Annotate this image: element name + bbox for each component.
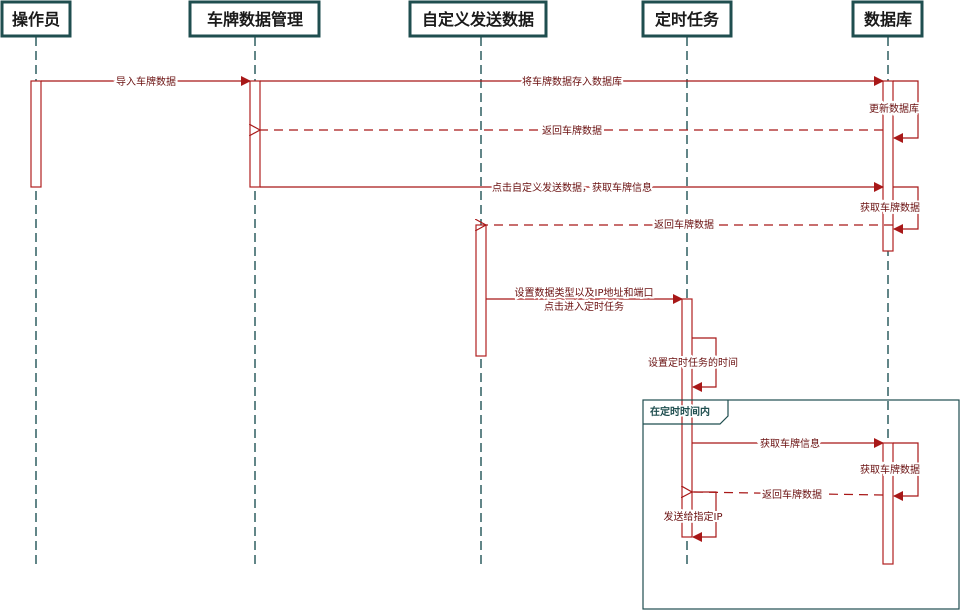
svg-text:返回车牌数据: 返回车牌数据 bbox=[654, 218, 714, 231]
message-import-plate-data: 导入车牌数据 bbox=[41, 73, 251, 90]
svg-text:点击进入定时任务: 点击进入定时任务 bbox=[544, 300, 624, 313]
message-get-plate-data: 获取车牌数据 bbox=[858, 186, 922, 234]
activation-bar bbox=[681, 298, 693, 538]
activation-bar bbox=[882, 442, 894, 565]
message-set-timer: 设置定时任务的时间 bbox=[646, 337, 740, 392]
message-return-plate-data: 返回车牌数据 bbox=[260, 122, 883, 139]
participant-timer-task: 定时任务 bbox=[641, 0, 733, 38]
svg-text:返回车牌数据: 返回车牌数据 bbox=[762, 488, 822, 501]
message-update-db: 更新数据库 bbox=[867, 80, 921, 143]
svg-text:获取车牌信息: 获取车牌信息 bbox=[760, 437, 820, 450]
svg-text:获取车牌数据: 获取车牌数据 bbox=[860, 463, 920, 476]
svg-text:导入车牌数据: 导入车牌数据 bbox=[116, 75, 176, 88]
participant-label: 定时任务 bbox=[654, 10, 720, 29]
participant-custom-send: 自定义发送数据 bbox=[408, 0, 548, 38]
message-get-plate-info: 获取车牌信息 bbox=[692, 435, 884, 452]
message-click-custom-send: 点击自定义发送数据，获取车牌信息 bbox=[260, 179, 884, 196]
participant-label: 自定义发送数据 bbox=[422, 10, 534, 29]
participant-label: 数据库 bbox=[864, 10, 912, 29]
participant-plate-manager: 车牌数据管理 bbox=[188, 0, 321, 38]
activation-bar bbox=[882, 80, 894, 252]
svg-text:设置定时任务的时间: 设置定时任务的时间 bbox=[648, 356, 738, 369]
activation-bar bbox=[30, 80, 42, 188]
svg-text:更新数据库: 更新数据库 bbox=[869, 102, 919, 115]
participant-operator: 操作员 bbox=[0, 0, 72, 38]
svg-text:将车牌数据存入数据库: 将车牌数据存入数据库 bbox=[522, 75, 622, 88]
message-get-plate-data-2: 获取车牌数据 bbox=[858, 442, 922, 501]
svg-text:获取车牌数据: 获取车牌数据 bbox=[860, 201, 920, 214]
loop-frame: 在定时时间内 bbox=[642, 399, 960, 610]
svg-text:设置数据类型以及IP地址和端口: 设置数据类型以及IP地址和端口 bbox=[515, 286, 654, 299]
activation-bar bbox=[249, 80, 261, 188]
message-store-to-db: 将车牌数据存入数据库 bbox=[260, 73, 884, 90]
svg-text:返回车牌数据: 返回车牌数据 bbox=[542, 124, 602, 137]
participant-label: 操作员 bbox=[12, 10, 60, 29]
participant-database: 数据库 bbox=[851, 0, 924, 38]
activation-bar bbox=[475, 224, 487, 357]
svg-text:点击自定义发送数据，获取车牌信息: 点击自定义发送数据，获取车牌信息 bbox=[492, 181, 652, 194]
message-send-to-ip: 发送给指定IP bbox=[662, 491, 724, 542]
message-return-plate-data-3: 返回车牌数据 bbox=[692, 488, 884, 503]
svg-text:发送给指定IP: 发送给指定IP bbox=[664, 510, 723, 523]
participant-label: 车牌数据管理 bbox=[207, 10, 303, 29]
message-return-plate-data-2: 返回车牌数据 bbox=[486, 216, 893, 233]
frame-label: 在定时时间内 bbox=[650, 405, 710, 418]
